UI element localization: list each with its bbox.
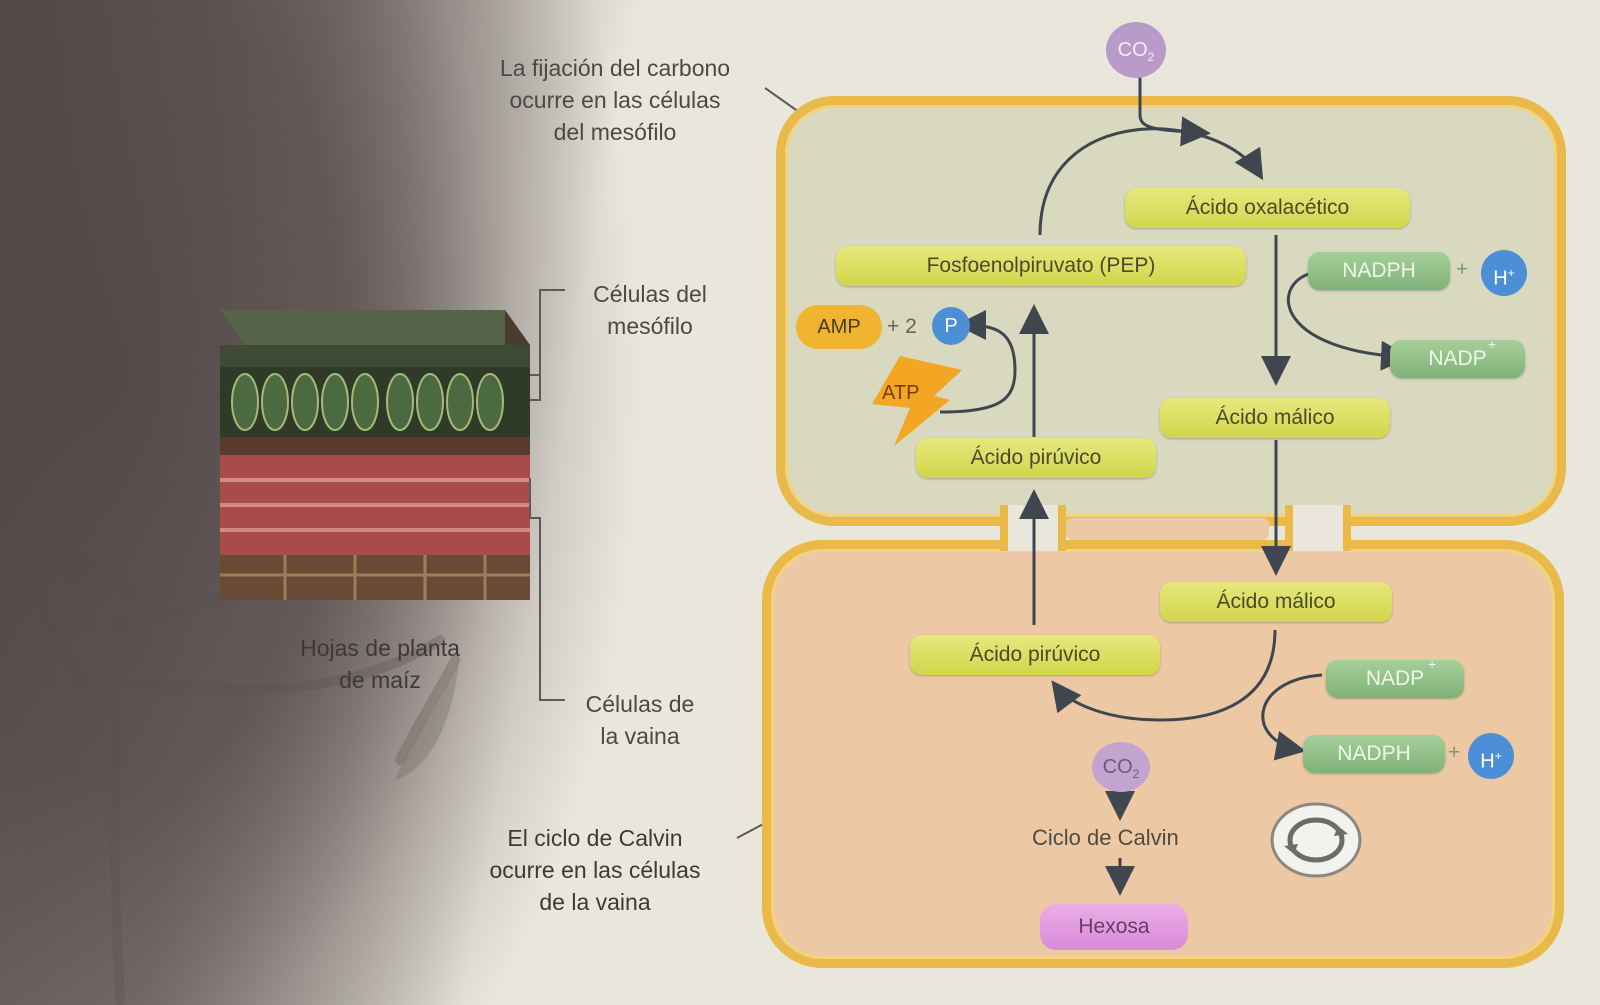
mesophyll-cells-label: Células del mesófilo bbox=[593, 281, 707, 339]
nadp-bottom-sup: + bbox=[1428, 656, 1437, 672]
plasmodesma-right bbox=[1285, 505, 1351, 551]
calvin-location-label: El ciclo de Calvin ocurre en las células… bbox=[489, 825, 701, 915]
pep-pill: Fosfoenolpiruvato (PEP) bbox=[836, 246, 1246, 286]
atp-bolt-icon bbox=[872, 356, 962, 446]
amp-bubble: AMP bbox=[796, 305, 882, 349]
atp-label: ATP bbox=[882, 382, 920, 404]
malic-acid-bottom-pill: Ácido málico bbox=[1160, 582, 1392, 622]
leaf-cross-section-icon bbox=[220, 310, 530, 600]
h-top-bubble: H+ bbox=[1481, 250, 1527, 296]
oxaloacetic-acid-pill: Ácido oxalacético bbox=[1125, 188, 1410, 228]
pyruvic-acid-top-pill: Ácido pirúvico bbox=[916, 438, 1156, 478]
plus-sign-top: + bbox=[1456, 258, 1469, 281]
mesophyll-cell bbox=[776, 96, 1566, 526]
plus-2-text: + 2 bbox=[887, 315, 917, 338]
plasmodesma-gap bbox=[1066, 518, 1269, 540]
nadp-bottom-pill: NADP bbox=[1326, 660, 1464, 698]
corn-leaves-label: Hojas de planta de maíz bbox=[300, 635, 460, 693]
co2-bottom-bubble: CO2 bbox=[1092, 742, 1150, 792]
h-bottom-bubble: H+ bbox=[1468, 733, 1514, 779]
co2-top-bubble: CO2 bbox=[1106, 22, 1166, 78]
calvin-cycle-text: Ciclo de Calvin bbox=[1032, 825, 1179, 850]
hexose-bubble: Hexosa bbox=[1040, 904, 1188, 950]
phosphate-bubble: P bbox=[932, 307, 970, 345]
sheath-cells-label: Células de la vaina bbox=[585, 691, 695, 749]
plus-sign-bottom: + bbox=[1448, 741, 1461, 764]
nadph-top-pill: NADPH bbox=[1308, 252, 1450, 290]
nadph-bottom-pill: NADPH bbox=[1303, 735, 1445, 773]
malic-acid-top-pill: Ácido málico bbox=[1160, 398, 1390, 438]
fixation-label: La fijación del carbono ocurre en las cé… bbox=[499, 55, 731, 145]
nadp-top-pill: NADP bbox=[1390, 340, 1525, 378]
nadp-top-sup: + bbox=[1488, 336, 1497, 352]
calvin-cycle-icon bbox=[1270, 802, 1362, 878]
pyruvic-acid-bottom-pill: Ácido pirúvico bbox=[910, 635, 1160, 675]
